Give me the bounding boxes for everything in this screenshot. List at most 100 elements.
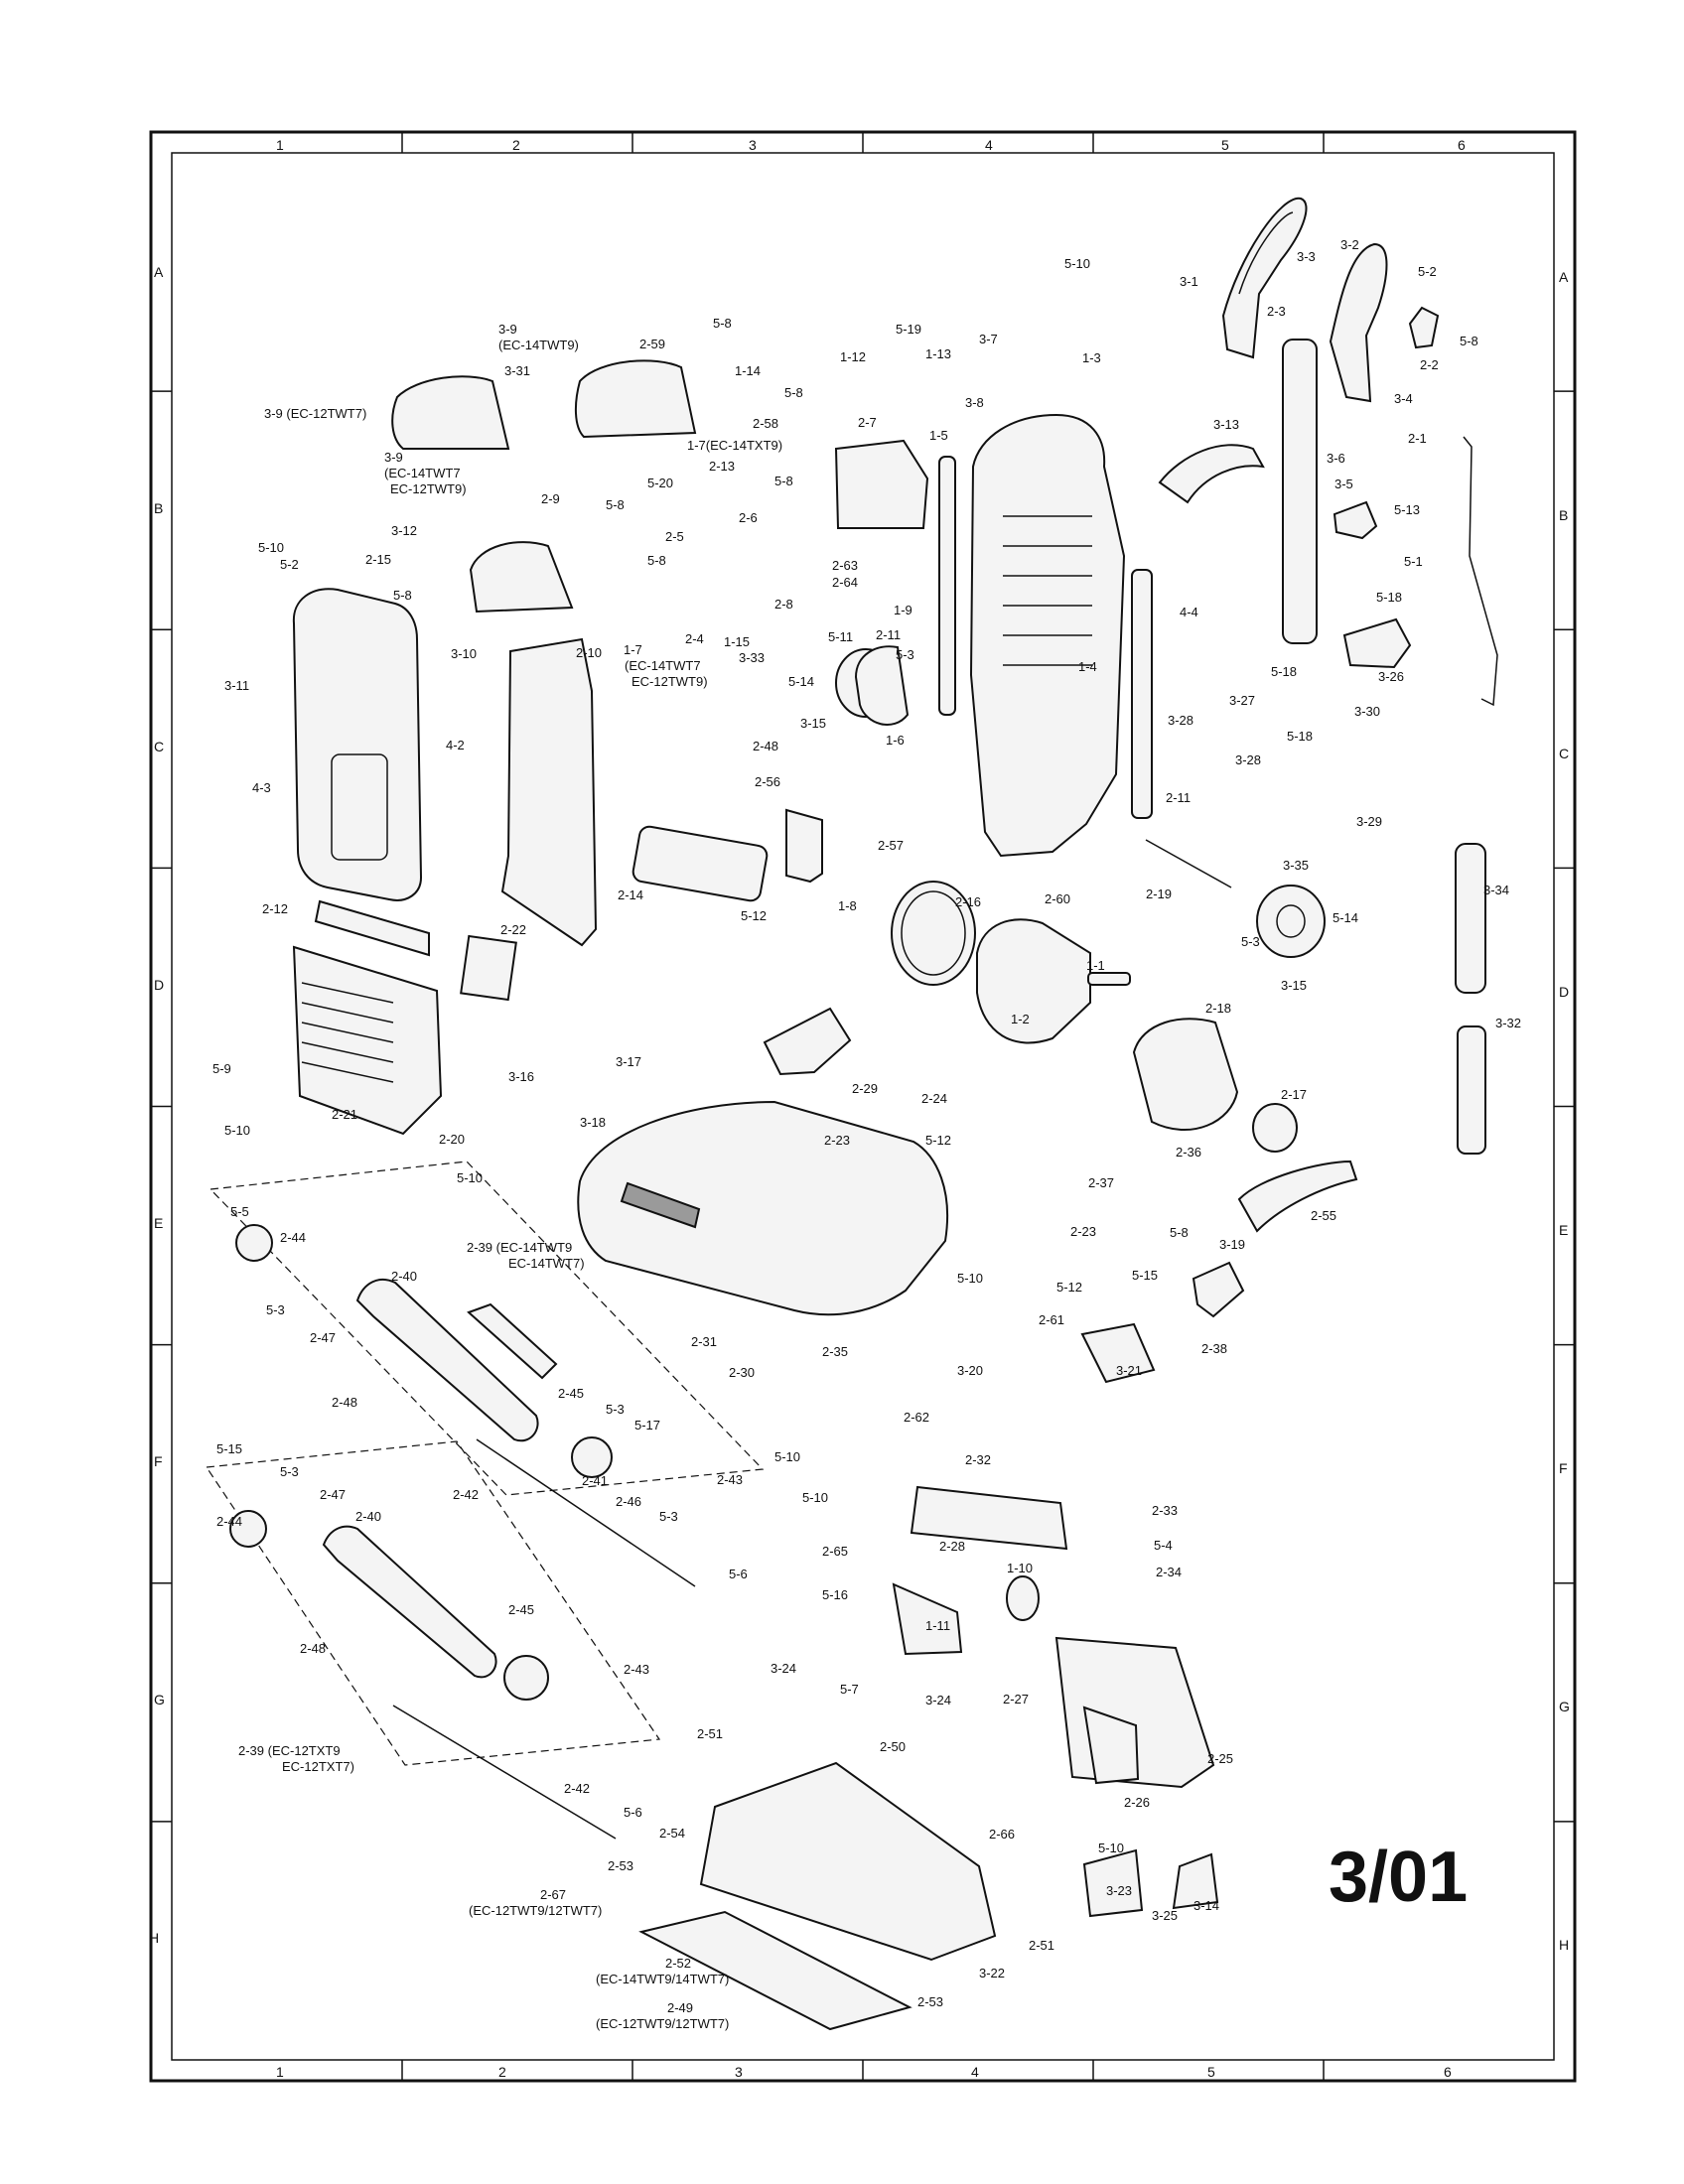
callout-label: EC-12TWT9) [632,674,708,689]
callout-label: 2-7 [858,415,877,430]
callout-label: 3-25 [1152,1908,1178,1923]
grid-row-left-d: D [154,977,164,993]
cord-clip-part [1408,306,1440,349]
callout-label: 3-23 [1106,1883,1132,1898]
callout-label: 2-48 [300,1641,326,1656]
callout-label: 5-10 [1098,1841,1124,1855]
pre-filter-part [460,934,517,1002]
dust-bag-part [500,637,598,947]
grid-col-bottom-3: 3 [735,2064,743,2080]
callout-label: 4-3 [252,780,271,795]
bottom-plate-part [699,1761,997,1962]
callout-label: 5-15 [1132,1268,1158,1283]
callout-label: 3-33 [739,650,765,665]
grid-row-left-a: A [154,264,164,280]
grid-row-right-h: H [1559,1937,1569,1953]
callout-label: 2-25 [1207,1751,1233,1766]
grid-row-right-e: E [1559,1222,1568,1238]
corner-guard-part [1082,1848,1144,1918]
callout-label: 3-14 [1193,1898,1219,1913]
callout-label: 2-30 [729,1365,755,1380]
callout-label: 2-32 [965,1452,991,1467]
callout-label: 5-3 [1241,934,1260,949]
callout-label: (EC-14TWT7 [384,466,461,480]
callout-label: 2-27 [1003,1692,1029,1706]
callout-label: 2-51 [697,1726,723,1741]
callout-label: 2-53 [608,1858,633,1873]
callout-label: 5-8 [1460,334,1478,348]
callout-label: 2-38 [1201,1341,1227,1356]
brush-roll-group-lower [205,1440,661,1840]
callout-label: (EC-12TWT9/12TWT7) [596,2016,729,2031]
callout-label: 3-13 [1213,417,1239,432]
callout-label: 4-4 [1180,605,1198,619]
callout-label: 2-8 [774,597,793,612]
callout-label: 5-12 [1056,1280,1082,1295]
grid-column-labels: 1 2 3 4 5 6 1 2 3 4 5 6 [276,137,1466,2080]
callout-label: 2-33 [1152,1503,1178,1518]
callout-label: 1-8 [838,898,857,913]
grid-col-top-4: 4 [985,137,993,153]
callout-label: 2-39 (EC-14TWT9 [467,1240,572,1255]
callout-label: EC-12TWT9) [390,481,467,496]
callout-label: 2-57 [878,838,904,853]
grid-row-left-g: G [154,1692,165,1707]
callout-label: 2-31 [691,1334,717,1349]
callout-label: 3-21 [1116,1363,1142,1378]
callout-label: 2-56 [755,774,780,789]
brush-roll-group-upper [209,1160,765,1587]
callout-label: 2-43 [624,1662,649,1677]
callout-label: 3-4 [1394,391,1413,406]
callout-label: 2-50 [880,1739,906,1754]
callout-label: 3-32 [1495,1016,1521,1030]
callout-label: 2-34 [1156,1565,1182,1579]
callout-label: 1-12 [840,349,866,364]
callout-label: 3-29 [1356,814,1382,829]
callout-label: 3-34 [1483,883,1509,897]
callout-label: 2-47 [320,1487,346,1502]
callout-label: 2-39 (EC-12TXT9 [238,1743,341,1758]
callout-label: 5-13 [1394,502,1420,517]
callout-label: 2-40 [355,1509,381,1524]
callout-label: 5-8 [774,474,793,488]
callout-label: 4-2 [446,738,465,752]
cord-hook-part [1463,436,1498,707]
callout-label: 2-2 [1420,357,1439,372]
callout-label: 2-29 [852,1081,878,1096]
switch-housing-part [834,439,929,529]
callout-label: 2-54 [659,1826,685,1841]
motor-shaft-part [1087,972,1131,986]
grid-row-right-f: F [1559,1460,1568,1476]
callout-label: 5-15 [216,1441,242,1456]
corner-guard-b-part [1172,1852,1219,1910]
callout-label: 3-31 [504,363,530,378]
gasket-ring-part [891,881,976,986]
callout-label: 5-6 [624,1805,642,1820]
callout-label: 2-45 [558,1386,584,1401]
callout-label: 2-20 [439,1132,465,1147]
grid-row-left-h: H [149,1930,159,1946]
grid-col-top-5: 5 [1221,137,1229,153]
callout-label: 2-41 [582,1473,608,1488]
callout-label: 5-12 [741,908,767,923]
callout-label: 2-13 [709,459,735,474]
grid-row-right-g: G [1559,1699,1570,1714]
callout-label: 5-14 [788,674,814,689]
callout-label: 3-24 [771,1661,796,1676]
callout-label: 2-1 [1408,431,1427,446]
callout-label: 2-36 [1176,1145,1201,1160]
parts [205,197,1498,2031]
callout-label: 5-8 [393,588,412,603]
callout-label: 5-9 [212,1061,231,1076]
callout-label: 1-4 [1078,659,1097,674]
callout-label: 5-10 [224,1123,250,1138]
callout-label: 5-3 [606,1402,625,1417]
grid-row-left-b: B [154,500,163,516]
callout-label: 3-9 [498,322,517,337]
callout-label: 5-16 [822,1587,848,1602]
grid-col-bottom-2: 2 [498,2064,506,2080]
callout-label: 5-18 [1376,590,1402,605]
callout-label: 2-67 [540,1887,566,1902]
grid-row-left-e: E [154,1215,163,1231]
callout-label: 2-14 [618,887,643,902]
